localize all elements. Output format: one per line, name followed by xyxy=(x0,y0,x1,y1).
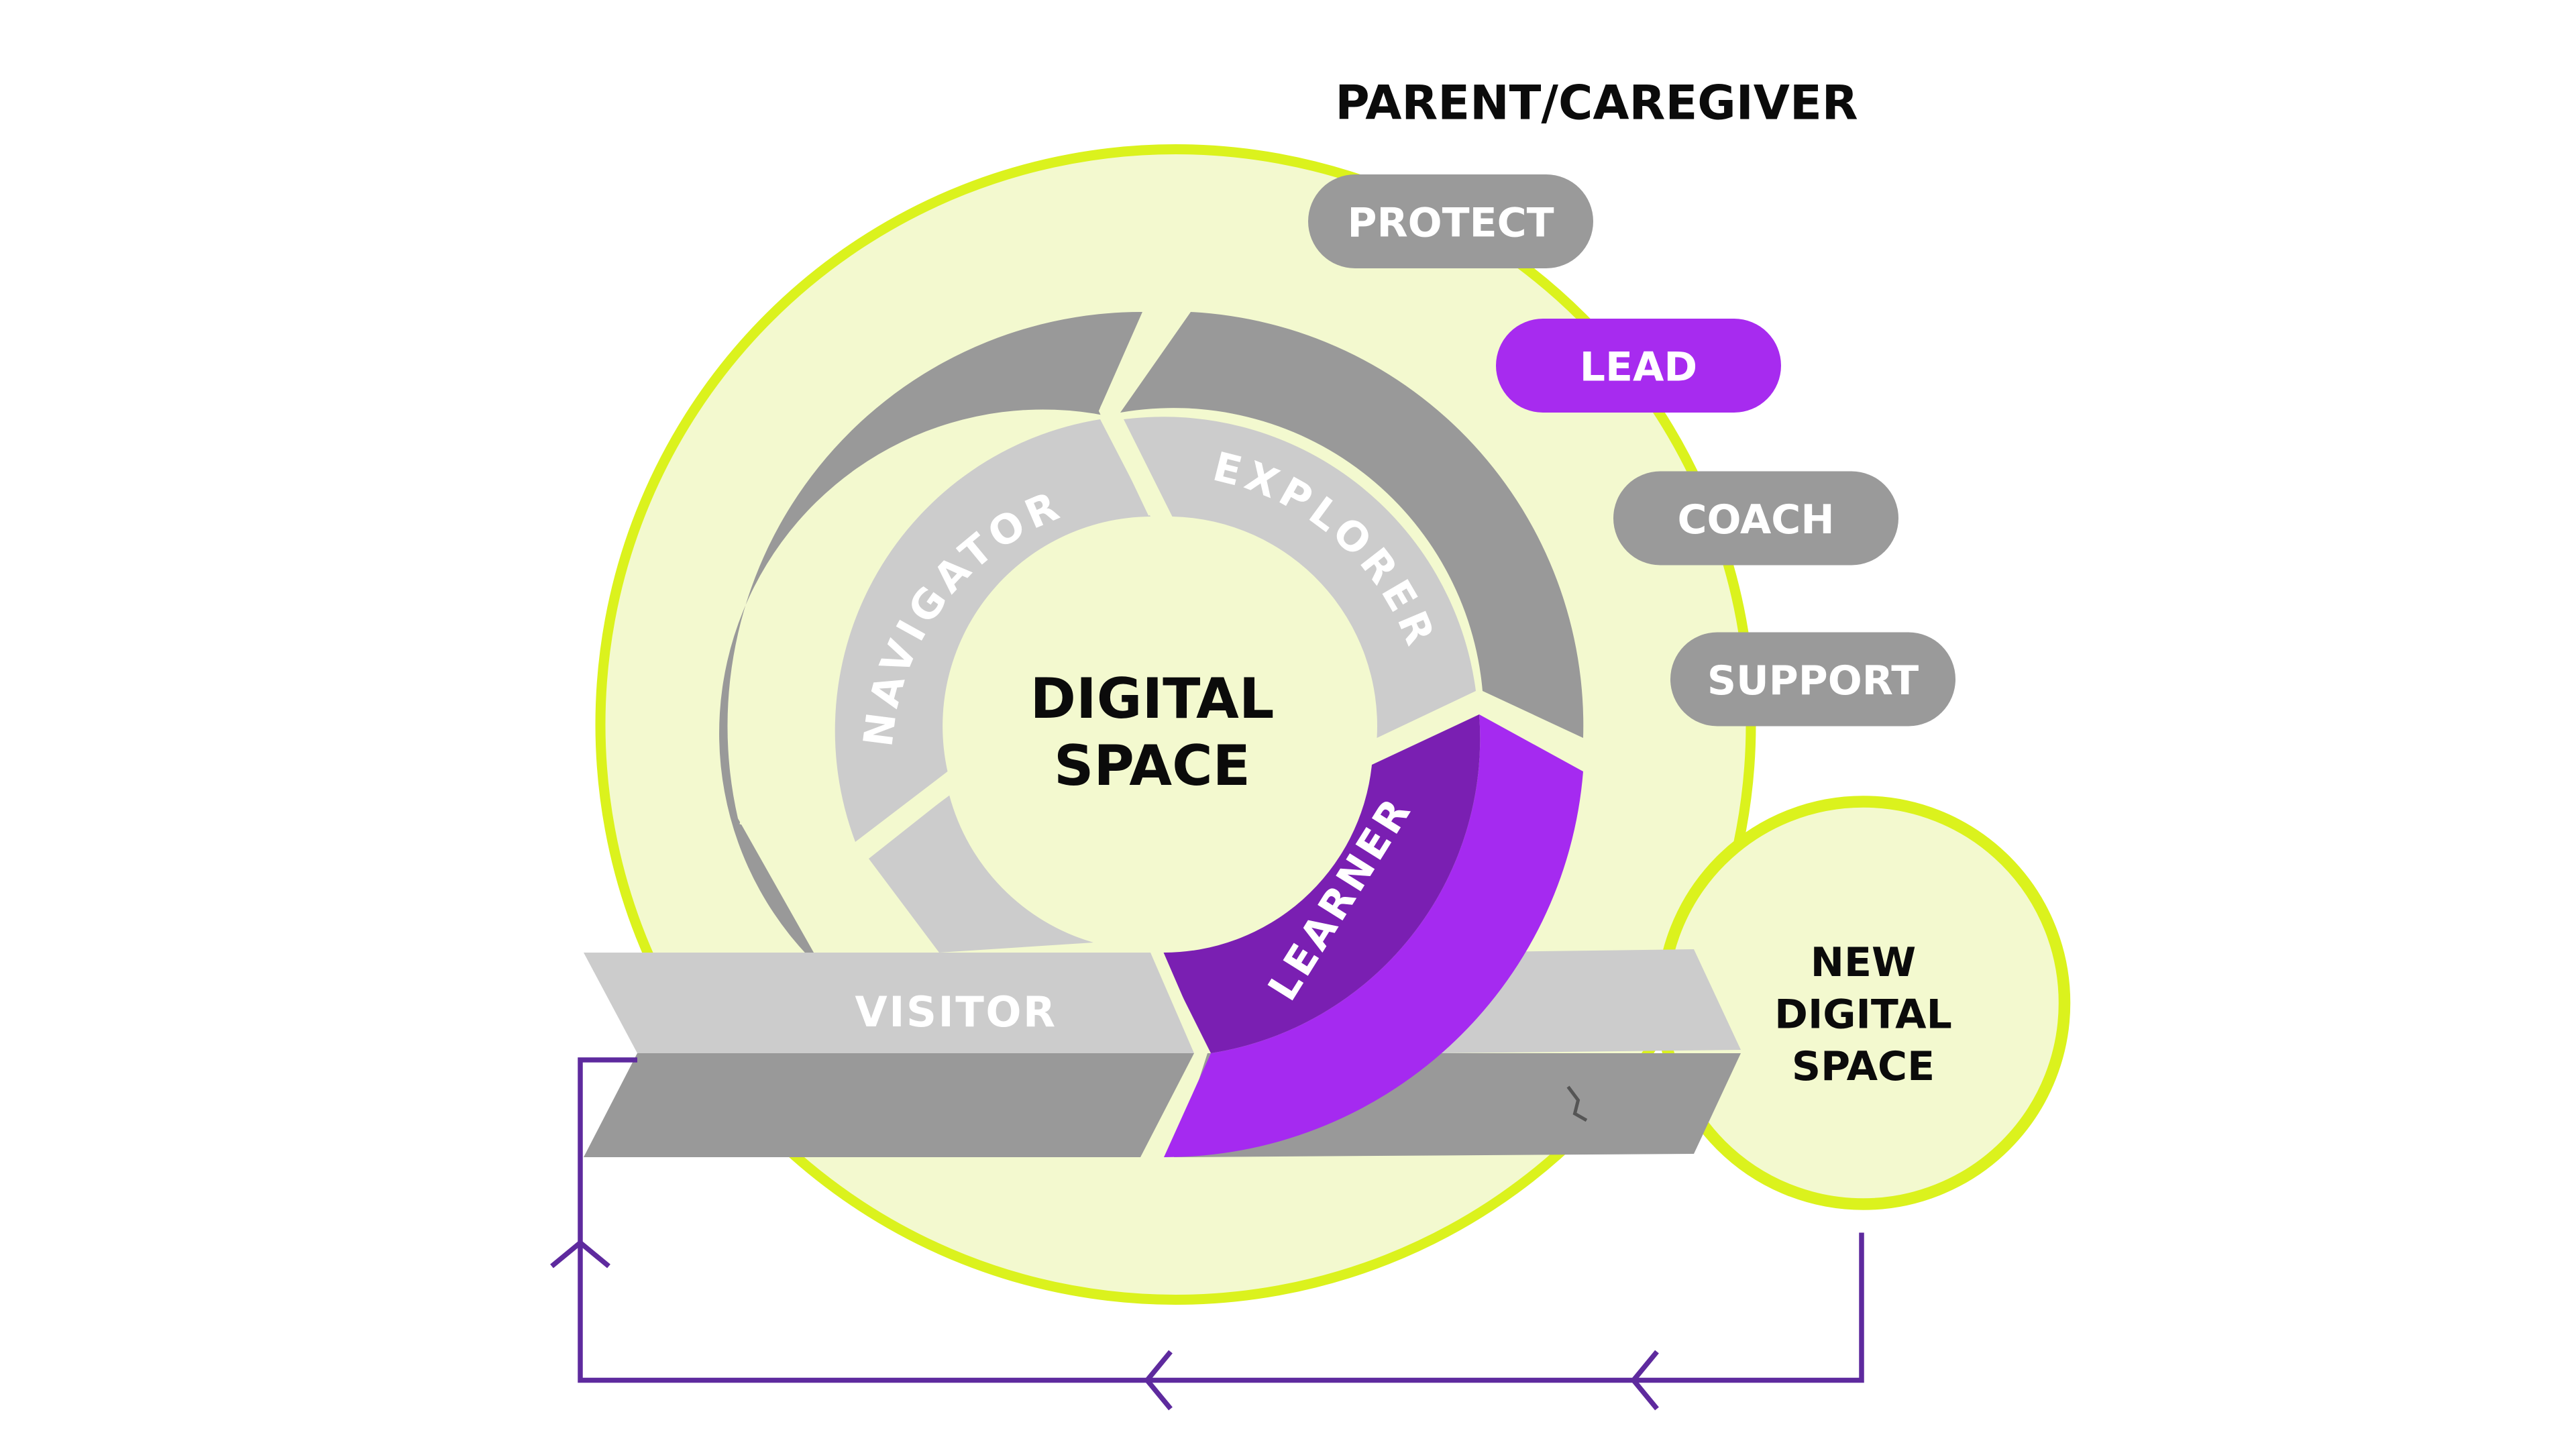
visitor-label: VISITOR xyxy=(855,987,1057,1036)
crack-mark xyxy=(1566,1085,1588,1122)
role-pill-lead-label: LEAD xyxy=(1580,344,1697,391)
role-pill-protect-label: PROTECT xyxy=(1347,200,1554,247)
loop-arrowheads xyxy=(550,1239,1659,1411)
navigator-inner-ring xyxy=(835,419,1150,842)
role-pill-coach: COACH xyxy=(1613,471,1898,566)
learner-inner-arc xyxy=(1161,714,1481,1053)
role-pill-lead: LEAD xyxy=(1496,319,1781,413)
new-space-band-top xyxy=(1442,949,1741,1053)
visitor-inner-wedge xyxy=(869,795,1093,953)
visitor-arrow-top xyxy=(584,953,1194,1053)
new-space-line2: DIGITAL xyxy=(1774,991,1952,1038)
loop-back-line xyxy=(578,1057,1864,1383)
new-space-line3: SPACE xyxy=(1792,1043,1935,1090)
digital-space-line2: SPACE xyxy=(1054,734,1250,798)
role-pill-support: SUPPORT xyxy=(1670,632,1955,727)
role-pill-protect: PROTECT xyxy=(1308,174,1593,268)
new-space-line1: NEW xyxy=(1811,939,1916,986)
role-pill-support-label: SUPPORT xyxy=(1707,657,1919,704)
explorer-inner-ring xyxy=(1124,417,1476,738)
digital-space-line1: DIGITAL xyxy=(1030,667,1275,731)
learner-outer-arc xyxy=(1164,714,1583,1158)
navigator-outer-arc xyxy=(719,311,1146,973)
visitor-arrow-bottom xyxy=(584,1053,1194,1157)
parent-caregiver-title: PARENT/CAREGIVER xyxy=(1335,76,1858,131)
explorer-outer-arc xyxy=(1120,312,1584,738)
role-pill-coach-label: COACH xyxy=(1677,496,1834,543)
segment-separators xyxy=(739,309,1587,1160)
